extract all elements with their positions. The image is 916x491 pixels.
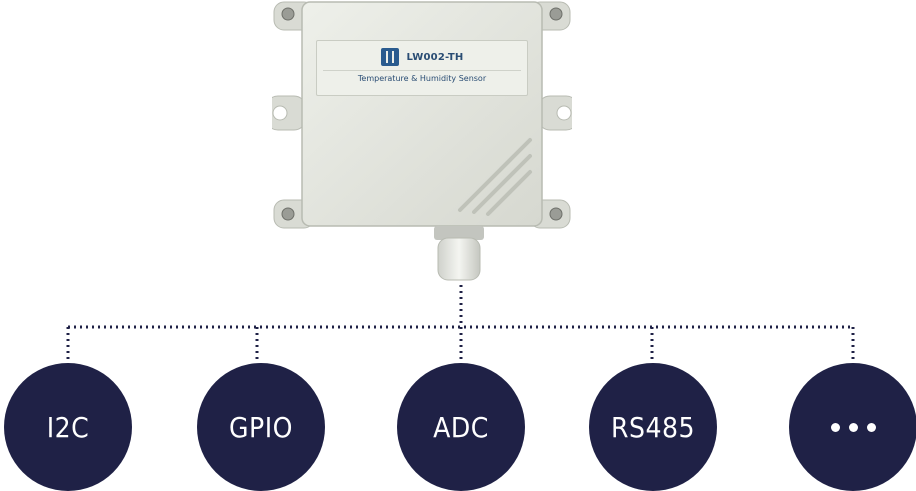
interface-node-gpio: GPIO: [197, 363, 325, 491]
more-dots-icon: [830, 422, 876, 432]
screw-icons: [272, 7, 572, 221]
sensor-logo-icon: [380, 48, 399, 66]
device-model: LW002-TH: [406, 51, 464, 63]
interface-label: RS485: [610, 410, 696, 444]
interface-node-more: [789, 363, 916, 491]
interface-node-i2c: I2C: [4, 363, 132, 491]
plate-divider: [323, 70, 521, 71]
interface-node-rs485: RS485: [589, 363, 717, 491]
interface-label: GPIO: [229, 410, 293, 444]
device-subtitle: Temperature & Humidity Sensor: [357, 74, 487, 83]
vent-slots: [458, 138, 532, 216]
cable-gland: [434, 226, 484, 281]
sensor-device: LW002-TH Temperature & Humidity Sensor: [272, 0, 572, 300]
interface-label: I2C: [46, 410, 90, 444]
device-label-plate: LW002-TH Temperature & Humidity Sensor: [316, 40, 528, 96]
interface-node-adc: ADC: [397, 363, 525, 491]
interface-label: ADC: [433, 410, 489, 444]
